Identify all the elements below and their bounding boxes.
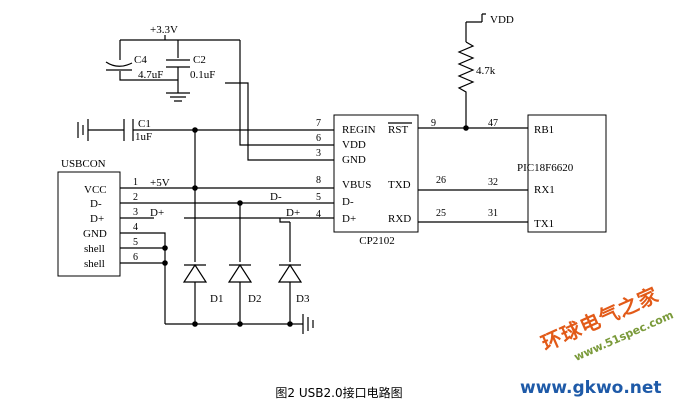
usb-connector: USBCON VCC D- D+ GND shell shell 1 2 3 4…: [57, 158, 170, 277]
d1-ref: D1: [210, 293, 223, 305]
uart-wires: [418, 189, 528, 223]
pin-gnd-name: GND: [342, 154, 366, 166]
c2-ref: C2: [193, 54, 206, 66]
pin-dminus-num: 5: [316, 192, 321, 203]
d3-symbol: [277, 263, 303, 283]
pin-dplus-name: D+: [342, 213, 356, 225]
vdd-rail-wire: [465, 13, 486, 42]
pin-gnd-num: 3: [316, 148, 321, 159]
usb-pin-vcc-name: VCC: [84, 184, 107, 196]
pin-rxd-num: 25: [436, 208, 446, 219]
pin-vdd-num: 6: [316, 133, 321, 144]
pin-vbus-num: 8: [316, 175, 321, 186]
cp2102-name: CP2102: [359, 235, 394, 247]
usb-pin-6-num: 6: [133, 252, 138, 263]
c1-value: 1uF: [135, 131, 152, 143]
usb-bus-wires: D- D+: [120, 187, 334, 324]
ground-bus: [120, 232, 166, 324]
pin-regin-name: REGIN: [342, 124, 376, 136]
usb-pin-gnd-name: GND: [83, 228, 107, 240]
pin-vbus-name: VBUS: [342, 179, 371, 191]
pin-rb1-num: 47: [488, 118, 498, 129]
d3-ref: D3: [296, 293, 310, 305]
regin-network: C1 1uF: [77, 118, 334, 143]
pin-rb1-name: RB1: [534, 124, 554, 136]
usb-dplus-net-label: D+: [150, 207, 164, 219]
ground-symbol-top: [166, 92, 190, 102]
reset-pullup: VDD 4.7k: [418, 13, 528, 131]
pic-name: PIC18F6620: [517, 162, 574, 174]
ground-symbol-left: [77, 119, 89, 141]
d1-symbol: [182, 263, 208, 283]
c4-curved-plate: [105, 61, 133, 67]
usb-interface-schematic: +3.3V C4 4.7uF C2 0.1uF C1 1uF VDD 4.7k …: [57, 13, 607, 334]
watermark-url-gkwo: www.gkwo.net: [520, 378, 662, 398]
c2-plates: [166, 59, 190, 68]
pin-tx1-name: TX1: [534, 218, 554, 230]
pin-txd-name: TXD: [388, 179, 411, 191]
usb-pin-3-num: 3: [133, 207, 138, 218]
pic18f6620-chip: PIC18F6620 RB1 RX1 TX1 47 32 31: [488, 114, 607, 233]
usb-pin-4-num: 4: [133, 222, 138, 233]
pin-vdd-name: VDD: [342, 139, 366, 151]
usbcon-title: USBCON: [61, 158, 106, 170]
c1-ref: C1: [138, 118, 151, 130]
decoupling-network: +3.3V C4 4.7uF C2 0.1uF: [105, 24, 334, 161]
d2-symbol: [227, 263, 253, 283]
d2-ref: D2: [248, 293, 261, 305]
dminus-net-label: D-: [270, 191, 282, 203]
pin-rx1-name: RX1: [534, 184, 555, 196]
ground-symbol-bottom: [302, 314, 314, 334]
rail-3v3-label: +3.3V: [150, 24, 178, 36]
usb-pin-1-num: 1: [133, 177, 138, 188]
cp2102-chip: CP2102 REGIN VDD GND VBUS D- D+ RST TXD …: [316, 114, 446, 247]
usb-pin-shell-1-name: shell: [84, 243, 105, 255]
pin-tx1-num: 31: [488, 208, 498, 219]
pin-rxd-name: RXD: [388, 213, 411, 225]
pin-rst-num: 9: [431, 118, 436, 129]
c4-ref: C4: [134, 54, 147, 66]
figure-caption: 图2 USB2.0接口电路图: [275, 386, 403, 400]
c4-value: 4.7uF: [138, 69, 163, 81]
regin-wire: [88, 119, 334, 141]
rail-vdd-label: VDD: [490, 14, 514, 26]
pin-regin-num: 7: [316, 118, 321, 129]
pullup-resistor: [457, 41, 475, 128]
vdd-wire: [239, 48, 334, 146]
resistor-value: 4.7k: [476, 65, 496, 77]
dplus-net-label: D+: [286, 207, 300, 219]
pin-dplus-num: 4: [316, 209, 321, 220]
c2-value: 0.1uF: [190, 69, 215, 81]
gnd-wire: [225, 82, 334, 161]
pin-txd-num: 26: [436, 175, 446, 186]
pin-rx1-num: 32: [488, 177, 498, 188]
usb-pin-dplus-name: D+: [90, 213, 104, 225]
tvs-diodes: D1 D2 D3: [165, 127, 314, 334]
rail-5v-label: +5V: [150, 177, 170, 189]
pin-rst-name: RST: [388, 124, 408, 136]
usb-pin-dminus-name: D-: [90, 198, 102, 210]
pin-dminus-name: D-: [342, 196, 354, 208]
usb-pin-5-num: 5: [133, 237, 138, 248]
usb-pin-shell-2-name: shell: [84, 258, 105, 270]
usb-pin-2-num: 2: [133, 192, 138, 203]
